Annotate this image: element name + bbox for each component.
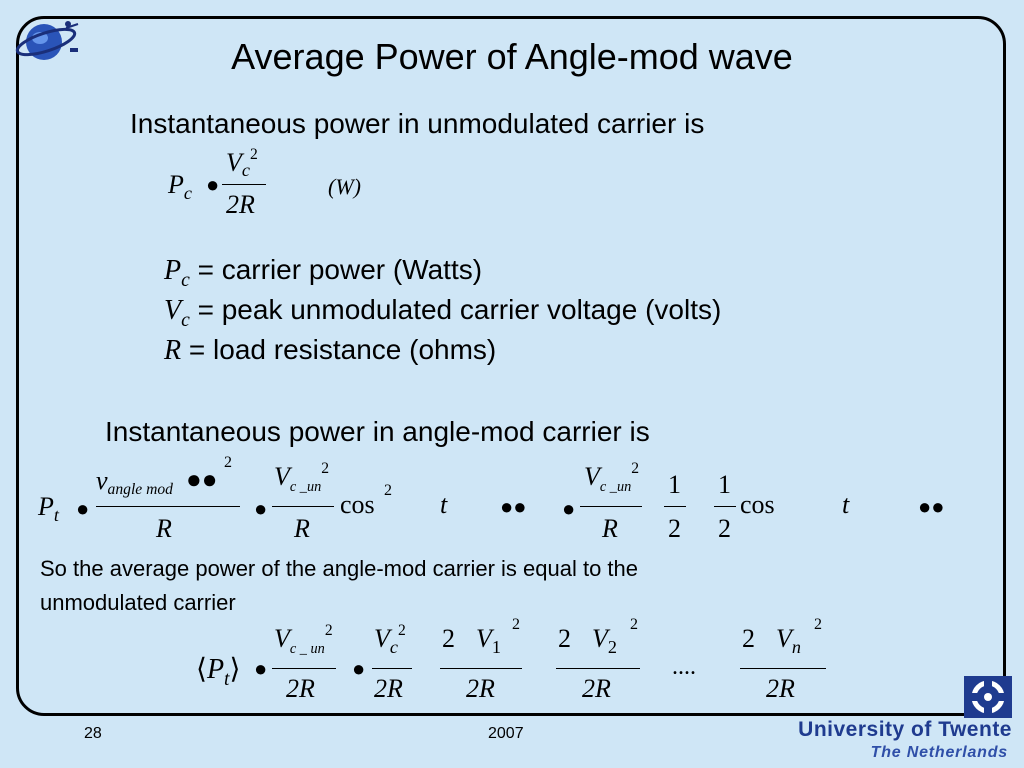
pc-symbol: P xyxy=(168,170,184,199)
fraction-bar xyxy=(222,184,266,185)
definition-pc: Pc = carrier power (Watts) xyxy=(164,254,483,291)
globe-logo-icon xyxy=(15,21,79,60)
university-name: University of Twente xyxy=(798,718,1012,741)
intro-angle-mod: Instantaneous power in angle-mod carrier… xyxy=(105,416,650,447)
equation-carrier-power: Pc ● Vc2 2R (W) xyxy=(168,145,361,219)
slide-title: Average Power of Angle-mod wave xyxy=(231,36,793,77)
equation-average-power: ⟨Pt⟩ ● Vc _ un2 2R ● Vc2 2R 2 V1 2 2R 2 … xyxy=(196,616,836,712)
university-logo-icon xyxy=(964,676,1012,718)
page-number: 28 xyxy=(84,725,102,742)
equation-angle-mod-power: Pt ● vangle mod ●● 2 R ● Vc _un2 R cos 2… xyxy=(38,454,945,543)
unit-watts: (W) xyxy=(328,174,361,199)
definition-vc: Vc = peak unmodulated carrier voltage (v… xyxy=(164,294,722,331)
intro-unmodulated: Instantaneous power in unmodulated carri… xyxy=(130,108,705,139)
slide-frame xyxy=(16,16,1006,716)
definition-r: R = load resistance (ohms) xyxy=(164,334,497,366)
denominator-2R: 2R xyxy=(226,190,255,219)
v-angle-mod: vangle mod xyxy=(96,466,173,499)
university-country: The Netherlands xyxy=(870,744,1008,761)
footer-year: 2007 xyxy=(488,725,524,742)
avg-statement-line2: unmodulated carrier xyxy=(40,590,236,615)
avg-statement-line1: So the average power of the angle-mod ca… xyxy=(40,556,639,581)
equals-dot: ● xyxy=(206,172,220,197)
